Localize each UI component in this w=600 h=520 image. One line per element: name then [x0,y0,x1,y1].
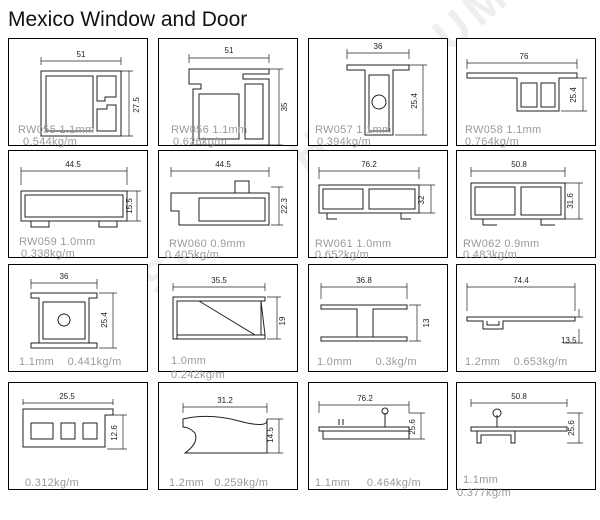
profile-code: RW057 [315,124,353,136]
profile-code: RW062 [463,238,501,250]
dim-height: 25.4 [410,93,419,109]
profile-weight: 0.405kg/m [165,249,220,261]
page-title: Mexico Window and Door [8,8,248,31]
dim-width: 50.8 [511,160,527,169]
profile-weight: 0.338kg/m [21,248,76,260]
profile-card-10: 35.5 19 1.0mm 0.242kg/m [158,264,298,381]
profile-weight: 0.764kg/m [465,136,520,148]
dim-width: 36 [60,272,69,281]
dim-height: 25.4 [569,87,578,103]
profile-card-2: 51 35 RW056 1.1mm 0.626kg/m [158,38,298,148]
profile-code: RW059 [19,236,57,248]
profile-thickness: 1.1mm [19,356,55,368]
dim-height: 13 [422,318,431,327]
profile-thickness: 0.9mm [504,238,540,250]
profile-card-7: 76.2 32 RW061 1.0mm 0.652kg/m [308,150,448,261]
dim-height: 13.5 [561,336,577,345]
profile-weight: 0.626kg/m [173,136,228,148]
dim-width: 36.8 [356,276,372,285]
profile-weight: 0.242kg/m [171,369,226,381]
profile-card-11: 36.8 13 1.0mm 0.3kg/m [308,264,448,372]
profile-card-5: 44.5 15.5 RW059 1.0mm 0.338kg/m [8,150,148,260]
dim-height: 15.5 [125,198,134,214]
dim-width: 76 [520,52,529,61]
profile-thickness: 1.1mm [59,124,95,136]
profile-thickness: 1.0mm [317,356,353,368]
dim-width: 50.8 [511,392,527,401]
dim-height: 35 [280,102,289,111]
profile-weight: 0.464kg/m [366,477,421,489]
profile-weight: 0.312kg/m [25,477,80,489]
profile-weight: 0.653kg/m [513,356,568,368]
profile-weight: 0.544kg/m [23,136,78,148]
profile-thickness: 1.0mm [60,236,96,248]
profile-card-12: 74.4 13.5 1.2mm 0.653kg/m [456,264,596,372]
dim-width: 51 [225,46,234,55]
profile-card-16: 50.8 25.6 1.1mm 0.377kg/m [456,382,596,499]
profile-card-13: 25.5 12.6 0.312kg/m [8,382,148,490]
profile-thickness: 1.1mm [356,124,392,136]
profile-thickness: 1.1mm [463,474,499,486]
dim-width: 76.2 [361,160,377,169]
profile-thickness: 1.0mm [171,355,207,367]
dim-height: 25.4 [100,312,109,328]
profile-card-6: 44.5 22.3 RW060 0.9mm 0.405kg/m [158,150,298,261]
profile-weight: 0.441kg/m [67,356,122,368]
dim-width: 51 [77,50,86,59]
profile-code: RW056 [171,124,209,136]
profile-code: RW055 [18,124,56,136]
profile-code: RW060 [169,238,207,250]
dim-width: 25.5 [59,392,75,401]
profile-weight: 0.394kg/m [317,136,372,148]
profile-weight: 0.259kg/m [214,477,269,489]
profile-drawing [40,57,133,137]
dim-width: 76.2 [357,394,373,403]
dim-width: 44.5 [215,160,231,169]
profile-thickness: 1.2mm [465,356,501,368]
dim-width: 74.4 [513,276,529,285]
profile-code: RW061 [315,238,353,250]
profile-card-4: 76 25.4 RW058 1.1mm 0.764kg/m [456,38,596,148]
profile-thickness: 0.9mm [210,238,246,250]
dim-height: 22.3 [280,198,289,214]
dim-width: 31.2 [217,396,233,405]
profile-thickness: 1.0mm [356,238,392,250]
dim-width: 35.5 [211,276,227,285]
profile-card-14: 31.2 14.5 1.2mm 0.259kg/m [158,382,298,490]
profile-thickness: 1.1mm [315,477,351,489]
profile-card-9: 36 25.4 1.1mm 0.441kg/m [8,264,148,372]
profile-card-8: 50.8 31.6 RW062 0.9mm 0.483kg/m [456,150,596,261]
profile-code: RW058 [465,124,503,136]
dim-height: 31.6 [566,193,575,209]
dim-height: 25.6 [408,419,417,435]
profile-thickness: 1.2mm [169,477,205,489]
dim-width: 36 [374,42,383,51]
dim-height: 25.6 [567,420,576,436]
profile-weight: 0.3kg/m [375,356,417,368]
profile-thickness: 1.1mm [212,124,248,136]
profile-weight: 0.483kg/m [463,249,518,261]
dim-height: 27.5 [132,97,141,113]
dim-height: 12.6 [110,425,119,441]
profile-thickness: 1.1mm [506,124,542,136]
profile-weight: 0.377kg/m [457,487,512,499]
profile-card-3: 36 25.4 RW057 1.1mm 0.394kg/m [308,38,448,148]
dim-height: 14.5 [266,427,275,443]
profile-card-15: 76.2 25.6 1.1mm 0.464kg/m [308,382,448,490]
dim-height: 19 [278,316,287,325]
dim-height: 32 [417,195,426,204]
profile-weight: 0.652kg/m [315,249,370,261]
profile-card-1: 51 27.5 RW055 1.1mm 0.544kg/m [8,38,148,148]
dim-width: 44.5 [65,160,81,169]
